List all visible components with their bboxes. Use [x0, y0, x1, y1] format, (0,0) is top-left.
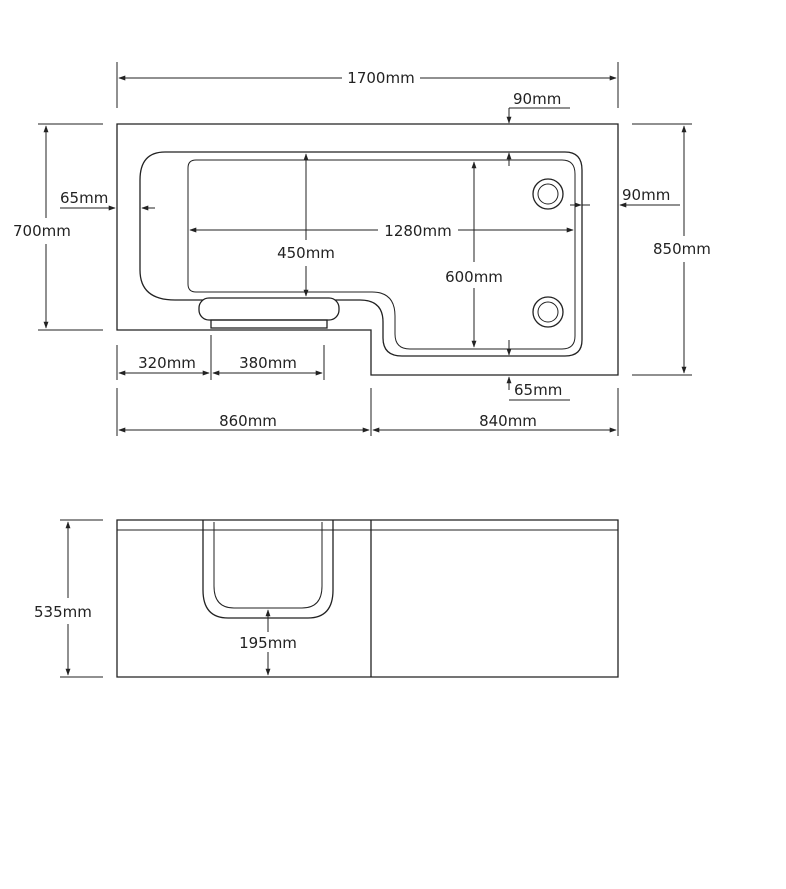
dim-door-width: 380mm — [239, 354, 297, 372]
dim-inner-width: 600mm — [445, 268, 503, 286]
dim-door-offset: 320mm — [138, 354, 196, 372]
door-panel — [210, 319, 328, 329]
elevation-outline — [116, 519, 619, 678]
dim-inner-length: 1280mm — [384, 222, 451, 240]
dim-width-wide: 850mm — [653, 240, 711, 258]
dim-overall-length: 1700mm — [347, 69, 414, 87]
dim-inner-width-seat: 450mm — [277, 244, 335, 262]
elevation-view: 535mm 195mm — [34, 519, 619, 678]
dim-step-height: 195mm — [239, 634, 297, 652]
dim-rim-top: 90mm — [513, 90, 561, 108]
bath-outline — [116, 123, 619, 376]
seat-pad — [198, 297, 340, 321]
dim-height: 535mm — [34, 603, 92, 621]
dim-rim-left: 65mm — [60, 189, 108, 207]
dim-rim-bottom: 65mm — [514, 381, 562, 399]
door-cutout — [202, 520, 334, 619]
dim-width-narrow: 700mm — [13, 222, 71, 240]
dim-section-wide: 840mm — [479, 412, 537, 430]
jet-bottom — [532, 296, 564, 328]
jet-top — [532, 178, 564, 210]
basin-outline — [139, 151, 583, 357]
door-cutout-inner — [213, 522, 323, 609]
dim-rim-right: 90mm — [622, 186, 670, 204]
dim-section-narrow: 860mm — [219, 412, 277, 430]
plan-view: 1700mm 90mm 90mm 65mm 700mm 850mm 1280mm — [13, 62, 711, 436]
basin-inner-outline — [187, 159, 576, 350]
